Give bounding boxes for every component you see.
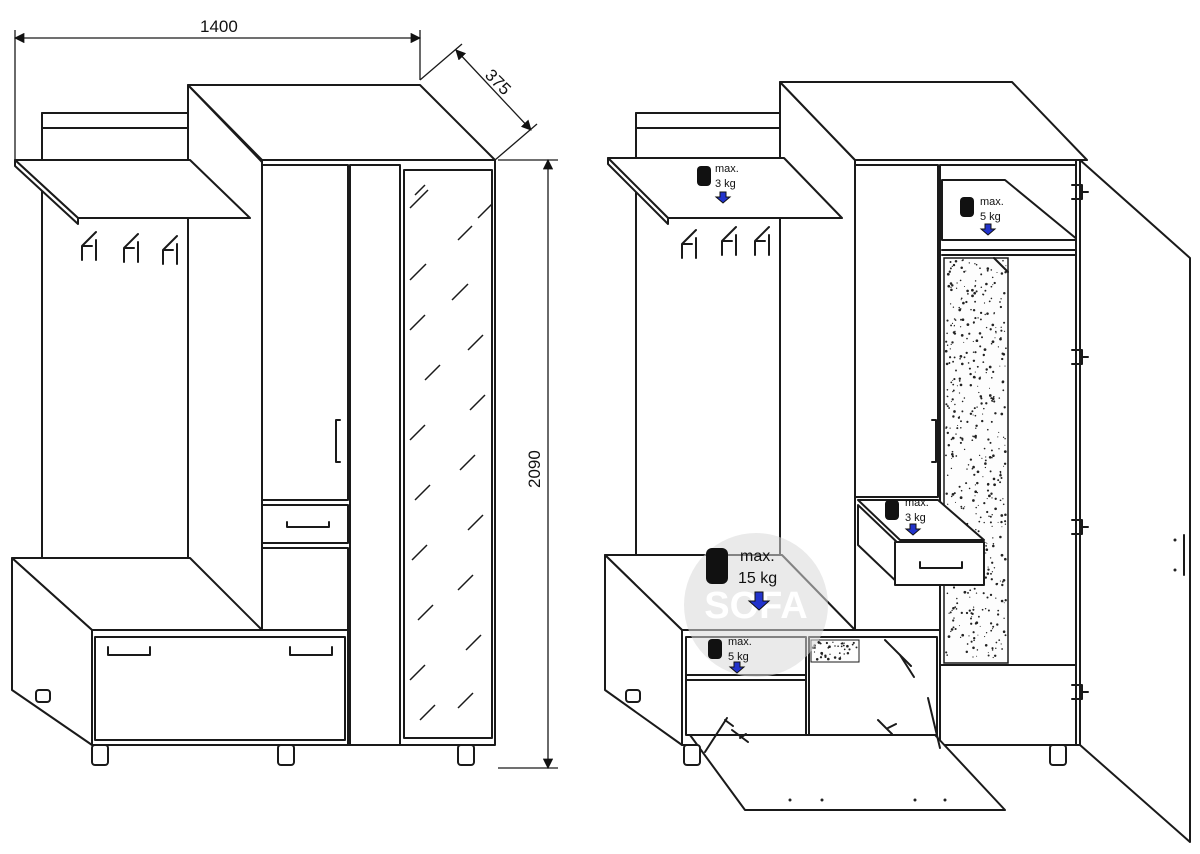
height-label: 2090 — [525, 450, 544, 488]
width-label: 1400 — [200, 17, 238, 36]
flap-hinges — [704, 639, 941, 753]
svg-text:5 kg: 5 kg — [980, 211, 1001, 223]
drawer-handle — [919, 561, 963, 569]
coat-hooks — [681, 226, 770, 259]
bench-handle — [289, 646, 333, 656]
down-arrow-icon — [904, 523, 922, 536]
weight-icon — [706, 548, 728, 584]
hook-icon — [681, 229, 697, 259]
weight-icon — [885, 500, 899, 520]
coat-hooks — [81, 231, 178, 265]
door-handle — [931, 419, 937, 463]
weight-icon — [708, 639, 722, 659]
svg-text:max.: max. — [740, 548, 775, 565]
hook-icon — [754, 226, 770, 256]
closed-view: 1400 375 2090 — [11, 17, 558, 770]
left-door — [261, 164, 349, 501]
hook-icon — [162, 235, 178, 265]
hook-icon — [123, 233, 139, 263]
mirror-door — [403, 169, 493, 739]
svg-text:max.: max. — [905, 497, 929, 509]
weight-icon — [697, 166, 711, 186]
load-drawer: max. 3 kg — [885, 497, 929, 536]
mirror-reflections — [409, 184, 493, 721]
open-drawer-front — [894, 541, 985, 586]
load-shoe-shelf: max. 5 kg — [708, 636, 752, 674]
wardrobe-top — [779, 81, 1088, 161]
load-top-shelf: max. 3 kg — [697, 163, 739, 204]
side-panel — [187, 84, 263, 631]
left-door — [854, 164, 939, 498]
weight-icon — [960, 197, 974, 217]
open-flap — [689, 734, 1006, 811]
width-dimension: 1400 — [13, 17, 422, 160]
small-drawer — [261, 504, 349, 544]
svg-text:5 kg: 5 kg — [728, 651, 749, 663]
door-handle — [335, 419, 341, 463]
load-wardrobe-shelf: max. 5 kg — [960, 196, 1004, 236]
load-bench: max. 15 kg — [706, 548, 777, 611]
speckle-texture — [944, 259, 1007, 659]
down-arrow-icon — [728, 661, 746, 674]
hook-icon — [81, 231, 97, 261]
feet — [35, 689, 475, 766]
svg-text:max.: max. — [715, 163, 739, 175]
svg-text:15 kg: 15 kg — [738, 570, 777, 587]
hook-icon — [721, 226, 737, 256]
drawer-handle — [286, 521, 330, 528]
svg-text:max.: max. — [980, 196, 1004, 208]
hanging-rail — [993, 257, 1009, 273]
down-arrow-icon — [747, 591, 771, 611]
feet — [625, 689, 1067, 766]
svg-text:3 kg: 3 kg — [715, 178, 736, 190]
svg-text:3 kg: 3 kg — [905, 512, 926, 524]
bench-handle — [107, 646, 151, 656]
down-arrow-icon — [714, 191, 732, 204]
door-hinges — [1071, 184, 1089, 700]
middle-door — [349, 164, 401, 746]
bench-flap — [94, 636, 346, 741]
open-door — [1079, 159, 1191, 843]
depth-label: 375 — [481, 65, 514, 98]
height-dimension: 2090 — [498, 158, 558, 770]
svg-text:max.: max. — [728, 636, 752, 648]
down-arrow-icon — [979, 223, 997, 236]
back-panel-top — [41, 112, 191, 129]
open-view: SOFA max. 3 kg max. 5 kg max. 3 kg max. … — [604, 81, 1191, 843]
